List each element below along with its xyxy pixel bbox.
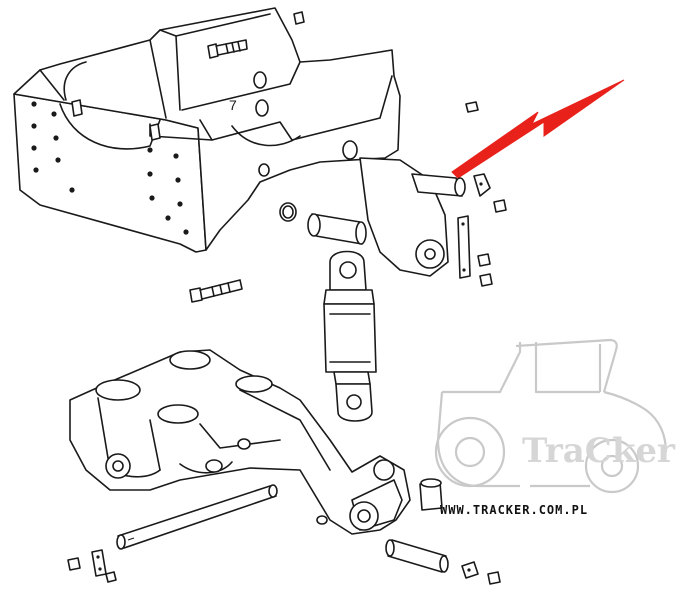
tracker-watermark-logo: TraCker [434,338,676,494]
o-ring [279,202,297,222]
hardware-top-right [411,101,507,287]
watermark-url: WWW.TRACKER.COM.PL [440,503,588,517]
hardware-bottom [67,549,501,585]
long-bolt [189,279,243,303]
highlight-arrow [451,79,625,179]
long-pivot-pin [116,484,278,550]
short-pin [385,539,449,573]
callout-number: 7 [229,97,237,113]
front-axle-support-housing [13,7,449,277]
axle-carrier-bracket [69,349,411,535]
top-bolt [207,39,248,59]
bolt-hole-grid [31,101,189,235]
watermark-logo-text: TraCker [522,431,676,471]
lower-bushing [419,478,443,511]
pivot-bushing [307,213,367,245]
suspension-cylinder [323,250,377,422]
